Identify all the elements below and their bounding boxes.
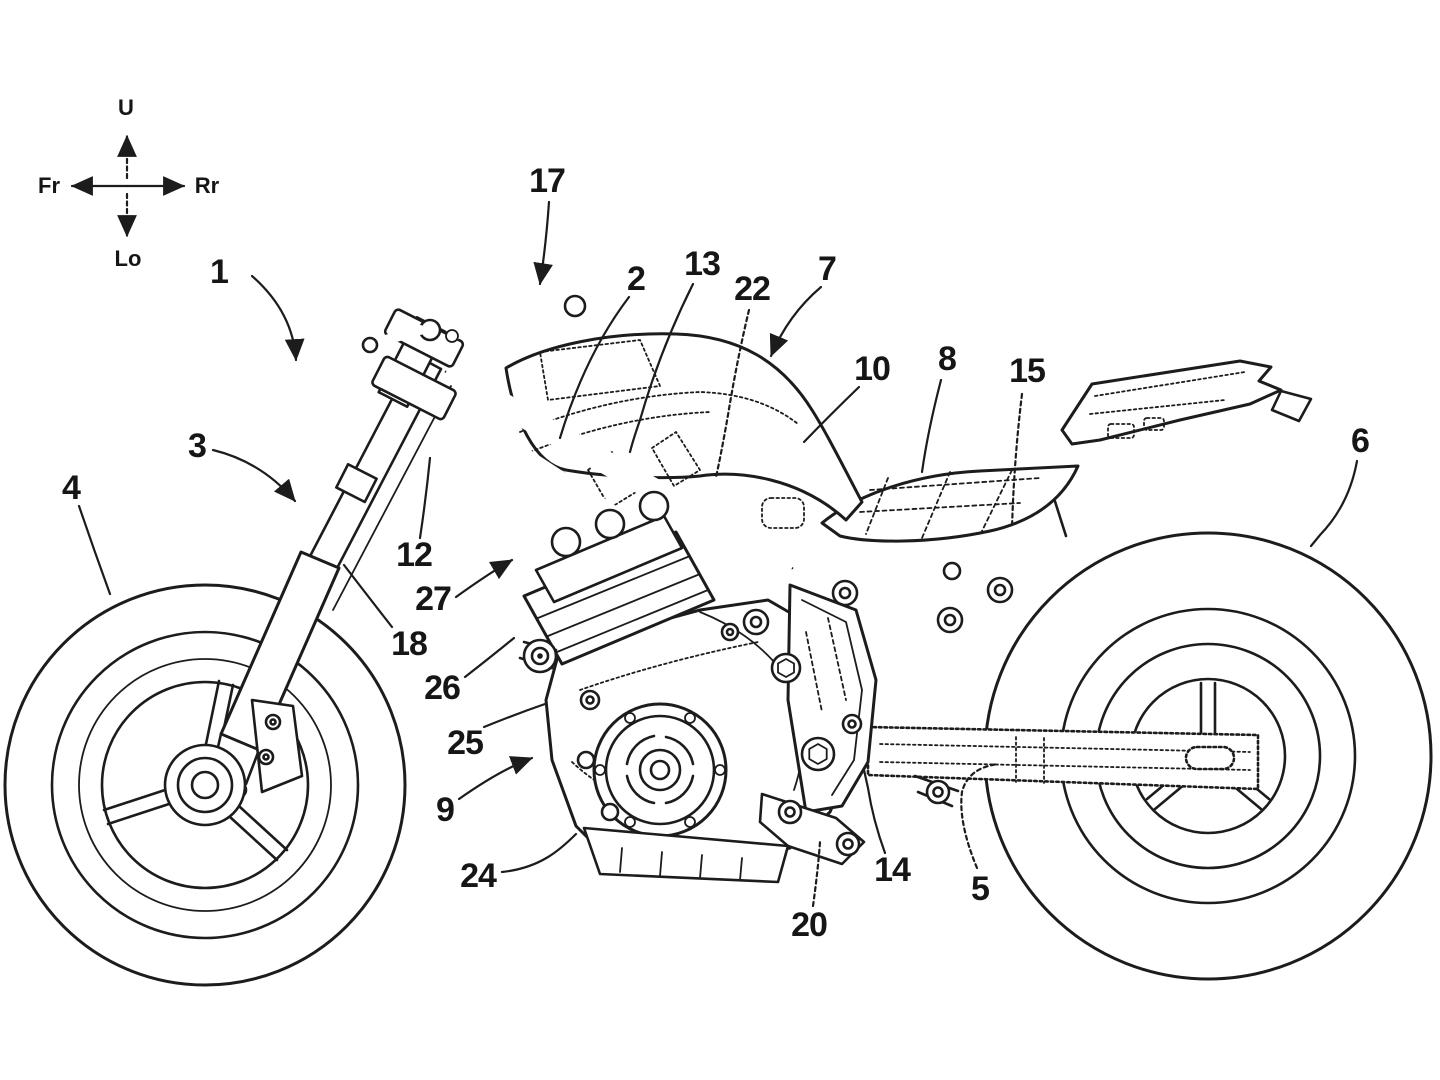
callout-label-7: 7	[818, 250, 837, 288]
callout-label-5: 5	[971, 870, 990, 908]
leader-lines	[77, 200, 1359, 908]
callout-label-10: 10	[854, 350, 891, 388]
callout-label-14: 14	[874, 851, 911, 889]
footpeg-bracket	[758, 792, 866, 866]
callout-label-27: 27	[415, 580, 452, 618]
swingarm	[866, 725, 1260, 808]
callout-label-13: 13	[684, 245, 721, 283]
callout-label-18: 18	[391, 625, 428, 663]
shock-linkage	[913, 774, 960, 808]
front-wheel	[3, 583, 407, 987]
callout-label-2: 2	[627, 260, 646, 298]
callout-label-15: 15	[1009, 352, 1046, 390]
tail-cowl	[1060, 359, 1313, 446]
callout-label-20: 20	[791, 906, 828, 944]
main-frame	[430, 361, 798, 651]
compass-up-label: U	[118, 95, 134, 120]
callout-label-26: 26	[424, 669, 461, 707]
front-fork	[163, 308, 465, 827]
callout-label-24: 24	[460, 857, 497, 895]
triple-clamps	[371, 308, 465, 421]
callout-label-25: 25	[447, 724, 484, 762]
callout-label-6: 6	[1351, 422, 1370, 460]
compass-front-label: Fr	[38, 173, 60, 198]
rail-lugs	[831, 561, 1014, 634]
compass-down-label: Lo	[114, 246, 142, 271]
callout-label-22: 22	[734, 270, 771, 308]
compass-axes	[70, 134, 186, 238]
callout-label-3: 3	[188, 427, 207, 465]
callout-label-4: 4	[62, 469, 81, 507]
compass-rear-label: Rr	[194, 173, 220, 198]
handlebar	[361, 294, 587, 354]
fuel-tank	[504, 332, 864, 539]
callout-label-12: 12	[396, 536, 433, 574]
callout-label-8: 8	[938, 340, 957, 378]
callout-label-1: 1	[210, 253, 229, 291]
callout-label-9: 9	[436, 791, 455, 829]
rear-wheel	[983, 531, 1433, 981]
callout-label-17: 17	[529, 162, 566, 200]
frame-pivot-plate	[770, 583, 878, 814]
